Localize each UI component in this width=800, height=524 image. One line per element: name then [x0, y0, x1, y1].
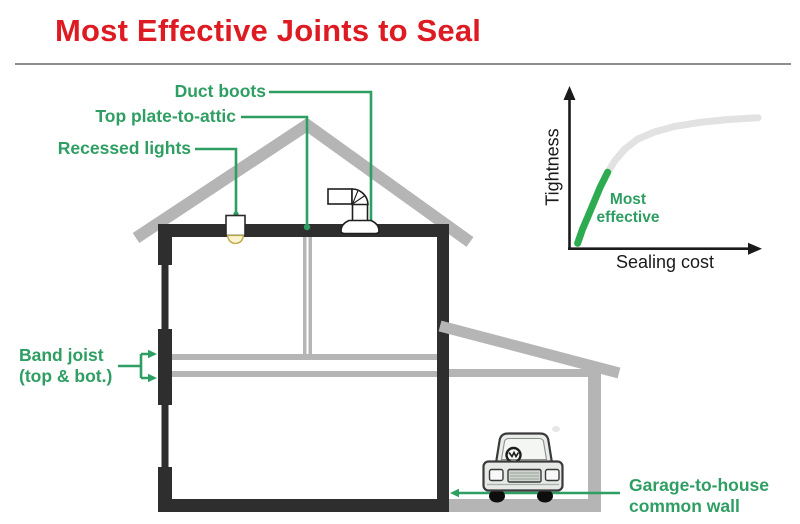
left-wall — [158, 224, 172, 512]
car-headlight-left — [488, 468, 504, 482]
label-band-joist: Band joist (top & bot.) — [19, 345, 113, 386]
inset-annotation: Most effective — [596, 191, 660, 226]
garage-ceiling — [449, 369, 589, 377]
page-title: Most Effective Joints to Seal — [55, 13, 482, 48]
inset-curve-effective — [574, 168, 612, 247]
car-headlight-right — [544, 468, 560, 482]
leader-top-plate — [241, 115, 309, 224]
leader-lines — [118, 90, 620, 495]
garage-floor — [449, 499, 601, 512]
recessed-light-icon — [225, 214, 246, 245]
garage-roof — [438, 320, 621, 379]
leader-recessed-lights — [195, 147, 238, 212]
leader-band-joist — [118, 352, 149, 380]
car-wheel-right — [537, 489, 553, 503]
garage-wall — [588, 369, 601, 512]
inset-y-axis-label: Tightness — [542, 128, 563, 206]
house-floor — [158, 499, 449, 512]
leader-duct-boots — [269, 90, 373, 222]
garage-arrow — [450, 488, 459, 498]
label-top-plate-to-attic: Top plate-to-attic — [95, 106, 236, 126]
label-garage-to-house: Garage-to-house common wall — [629, 475, 770, 516]
car-wheel-left — [489, 489, 505, 503]
interior-wall — [303, 237, 312, 355]
inset-chart — [563, 86, 762, 255]
floor-line-top — [172, 354, 437, 360]
band-joist-arrow-bottom — [148, 373, 157, 383]
title-divider — [15, 63, 791, 65]
inset-x-axis-label: Sealing cost — [615, 252, 715, 272]
inset-y-arrow — [563, 86, 576, 100]
label-recessed-lights: Recessed lights — [57, 138, 191, 158]
right-wall — [437, 224, 449, 512]
band-joist-arrow-top — [148, 349, 157, 359]
inset-x-arrow — [748, 242, 762, 255]
label-duct-boots: Duct boots — [174, 81, 266, 101]
floor-line-bottom — [172, 371, 437, 377]
duct-boot-icon — [327, 188, 380, 235]
ceiling-joist — [158, 224, 449, 237]
inset-curve-diminishing — [604, 114, 762, 176]
car-front-icon — [482, 426, 564, 503]
